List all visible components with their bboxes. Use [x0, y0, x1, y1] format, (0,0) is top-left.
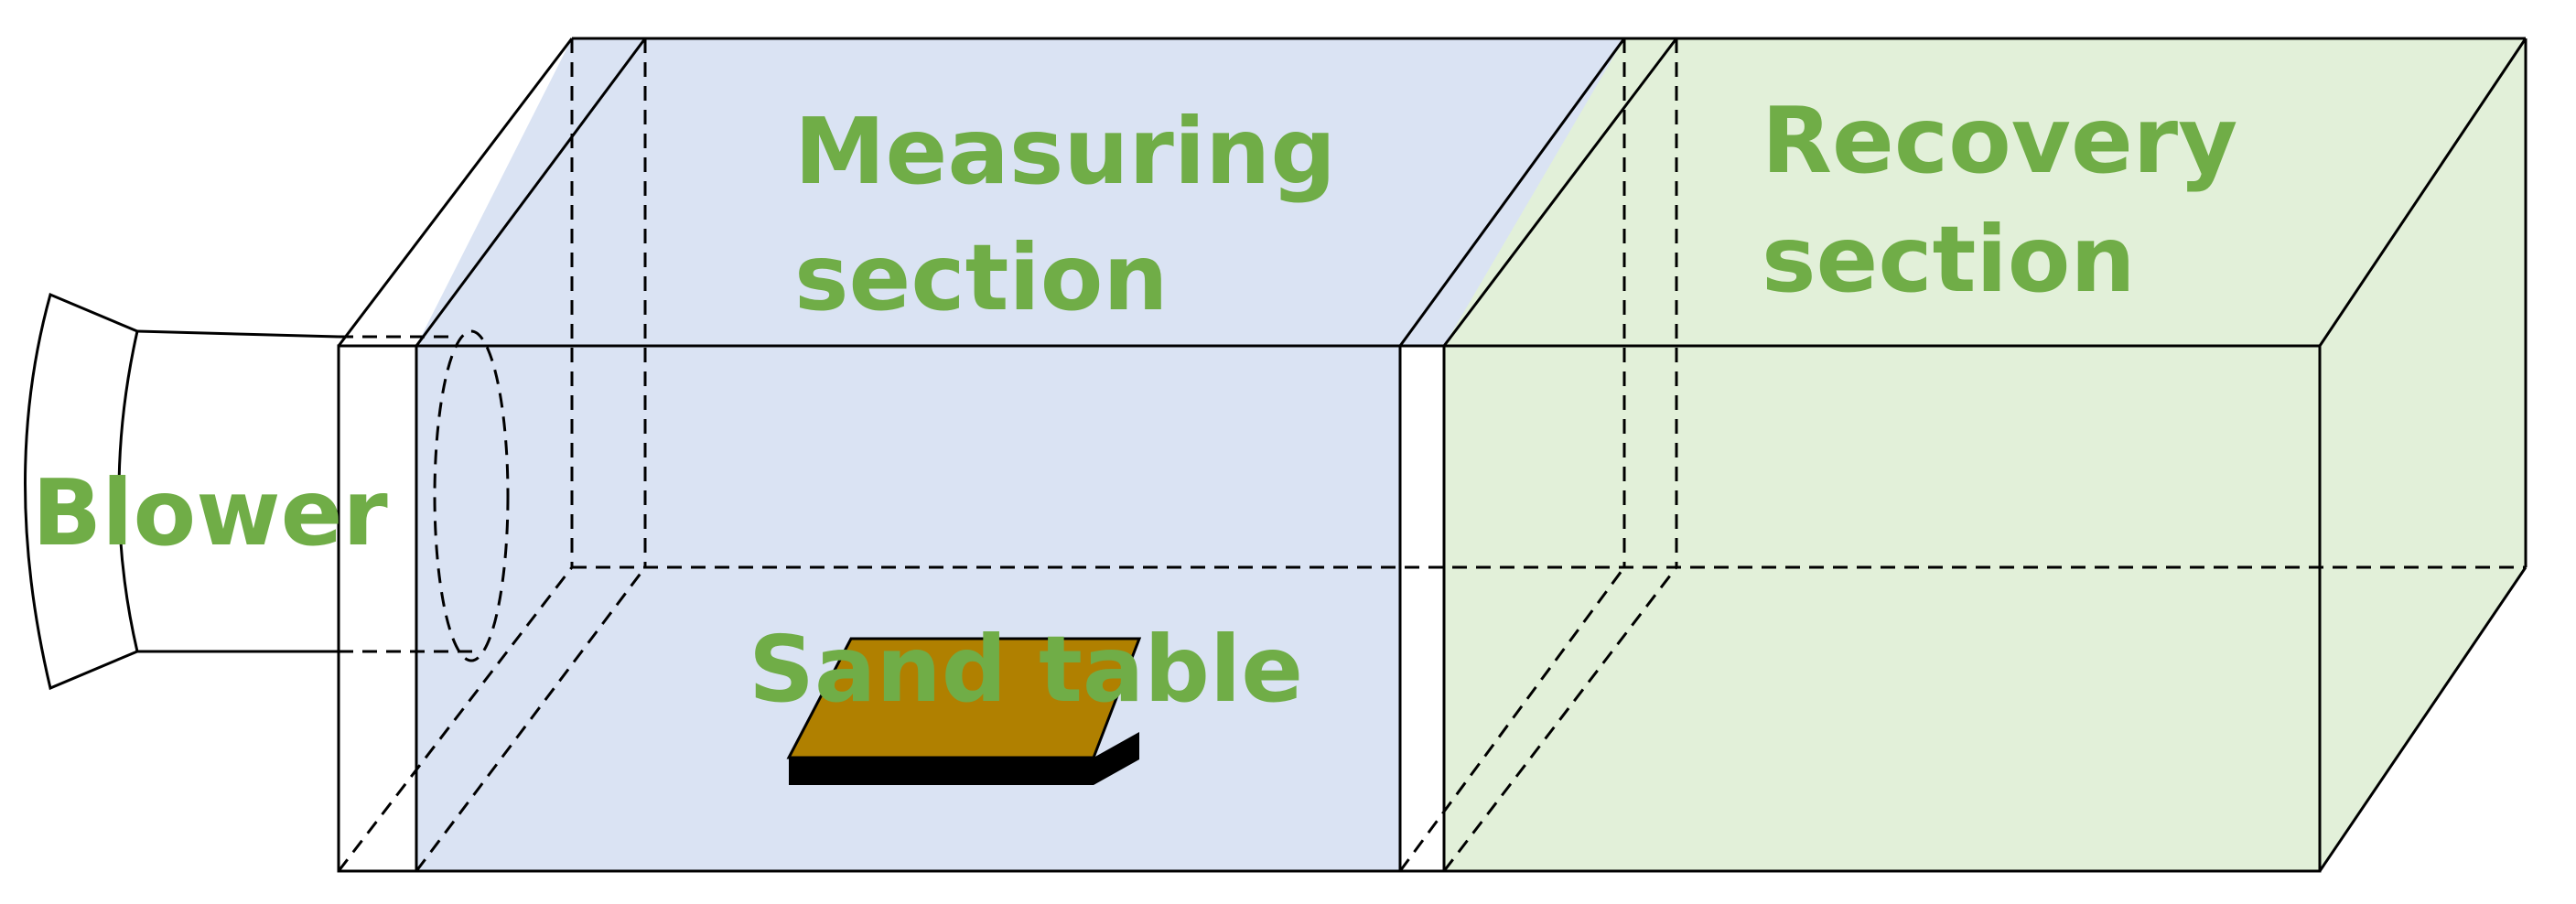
measuring-section-fill — [416, 38, 1624, 871]
sand-table-top — [786, 637, 1142, 759]
blower-label: Blower — [32, 459, 388, 566]
recovery-label-line2: section — [1762, 206, 2136, 313]
visible-edges — [337, 37, 2527, 873]
measuring-label-line2: section — [794, 224, 1169, 331]
measuring-label-line1: Measuring — [794, 98, 1336, 205]
blower — [24, 292, 340, 691]
recovery-label-line1: Recovery — [1762, 87, 2237, 194]
sand-table-label: Sand table — [749, 616, 1303, 723]
hidden-edges — [337, 38, 2526, 872]
recovery-front-face-fill — [1444, 346, 2320, 871]
blower-cone — [24, 292, 139, 691]
section-fills — [416, 38, 2526, 871]
labels: Measuring section Recovery section Blowe… — [32, 87, 2237, 723]
sand-table — [786, 637, 1142, 785]
